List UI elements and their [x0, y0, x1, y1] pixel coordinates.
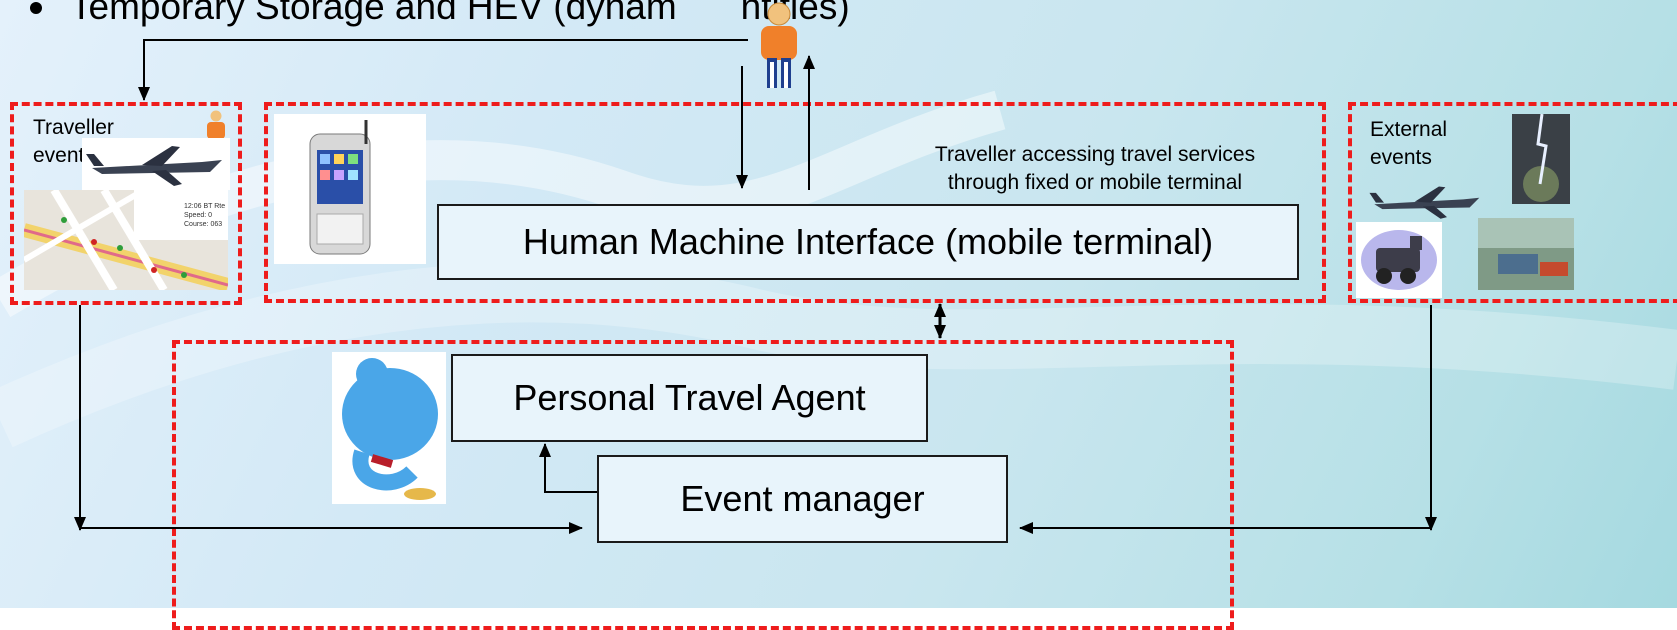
pta-box: Personal Travel Agent — [451, 354, 928, 442]
slide-title-part1: Temporary Storage and HEV (dynam — [70, 0, 677, 27]
person-to-traveller-events-arrow — [138, 39, 748, 101]
annotation-line2: through fixed or mobile terminal — [947, 171, 1243, 194]
pta-box-label: Personal Travel Agent — [513, 377, 866, 418]
pda-phone-icon — [274, 114, 426, 264]
lightning-icon — [1512, 114, 1570, 204]
traveller-events-label-line2: events — [33, 144, 95, 167]
svg-text:Course: 063: Course: 063 — [184, 221, 222, 228]
airplane-icon-external — [1369, 186, 1480, 219]
external-events-label-line2: events — [1370, 146, 1432, 169]
hmi-box: Human Machine Interface (mobile terminal… — [437, 204, 1299, 280]
external-events-region — [1348, 102, 1677, 303]
airplane-icon — [82, 138, 230, 190]
annotation-text: Traveller accessing travel services thro… — [884, 141, 1306, 197]
map-icon: 12:06 BT Rte Speed: 0 Course: 063 — [24, 190, 228, 290]
traveller-events-label: Traveller events — [33, 114, 114, 170]
event-manager-box: Event manager — [597, 455, 1008, 543]
em-to-pta-arrow — [539, 443, 598, 493]
hmi-region — [264, 102, 1326, 303]
traveller-events-region — [10, 102, 242, 305]
traveller-events-label-line1: Traveller — [33, 116, 114, 139]
svg-text:Speed: 0: Speed: 0 — [184, 212, 212, 219]
slide-title-part2: ntities) — [740, 0, 850, 27]
hmi-box-label: Human Machine Interface (mobile terminal… — [522, 221, 1214, 262]
genie-icon — [332, 352, 446, 504]
event-manager-box-label: Event manager — [680, 478, 925, 519]
train-icon — [1356, 222, 1442, 298]
annotation-line1: Traveller accessing travel services — [934, 143, 1256, 166]
person-icon — [761, 2, 797, 88]
car-scene-icon — [1478, 218, 1574, 290]
connector-arrows — [74, 39, 1437, 534]
slide-title: Temporary Storage and HEV (dynam ntities) — [70, 0, 850, 28]
title-bullet — [30, 2, 42, 14]
external-events-label: External events — [1370, 116, 1447, 172]
svg-text:12:06 BT Rte: 12:06 BT Rte — [184, 203, 225, 210]
external-events-label-line1: External — [1370, 118, 1448, 141]
